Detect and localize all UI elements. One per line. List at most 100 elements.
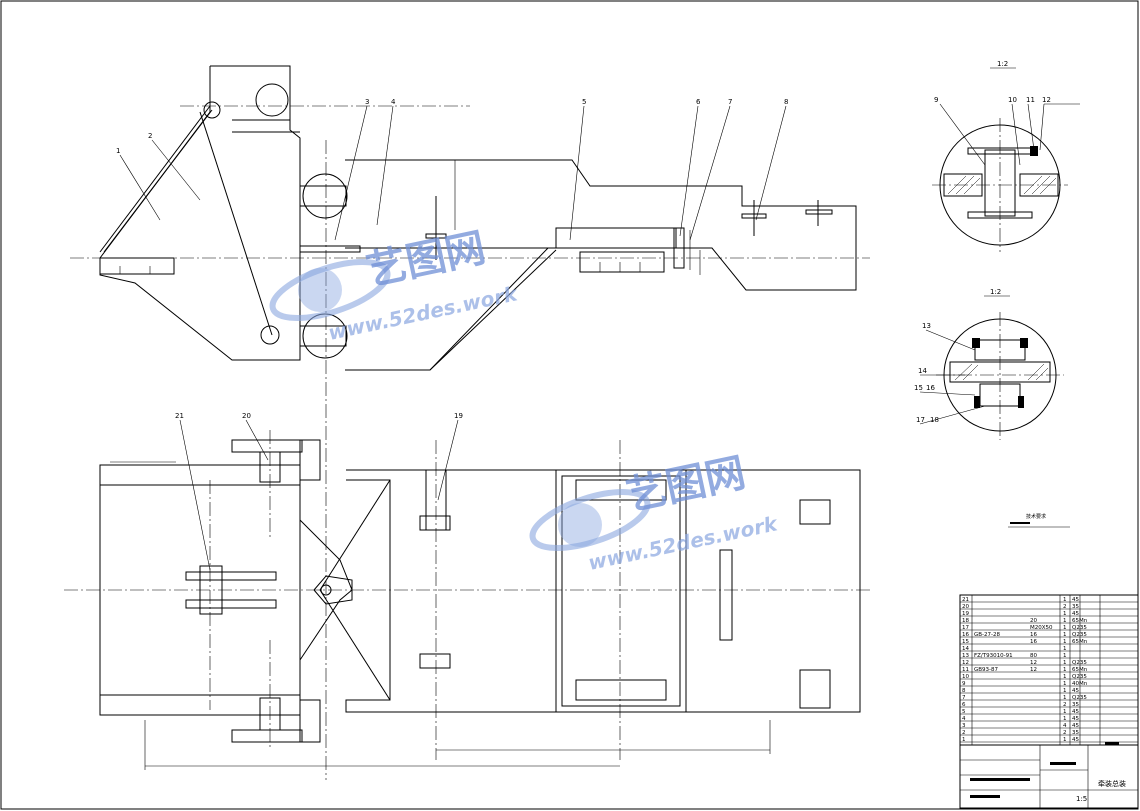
bom-cell-no: 8	[962, 688, 966, 694]
bom-cell-qty: 1	[1063, 646, 1067, 652]
bom-cell-name: 12	[1030, 660, 1037, 666]
watermark-2: 艺图网 www.52des.work	[529, 450, 781, 575]
bom-cell-no: 21	[962, 597, 969, 603]
bom-cell-material: 45	[1072, 723, 1079, 729]
part-no-4: 4	[391, 98, 396, 106]
bom-cell-material: 45	[1072, 597, 1079, 603]
detail-view-a: 1:2 9 10 11 12	[932, 60, 1080, 252]
bom-cell-qty: 1	[1063, 737, 1067, 743]
bom-cell-no: 5	[962, 709, 966, 715]
bom-cell-material: 35	[1072, 702, 1079, 708]
bom-cell-no: 15	[962, 639, 969, 645]
bom-cell-code: GB93-87	[974, 667, 999, 673]
part-no-12: 12	[1042, 96, 1051, 104]
part-no-15: 15	[914, 384, 923, 392]
bom-cell-qty: 1	[1063, 674, 1067, 680]
part-no-7: 7	[728, 98, 732, 106]
drawing-scale: 1:5	[1076, 795, 1087, 803]
detail-b-scale: 1:2	[990, 288, 1001, 296]
bom-cell-qty: 1	[1063, 695, 1067, 701]
bom-cell-name: 80	[1030, 653, 1037, 659]
bom-cell-qty: 1	[1063, 681, 1067, 687]
bom-cell-no: 7	[962, 695, 966, 701]
elevation-view: 1 2 3 4 5 6 7 8	[70, 65, 870, 780]
tech-requirements: 技术要求	[1008, 513, 1070, 528]
watermark-1: 艺图网 www.52des.work	[269, 225, 521, 345]
bom-cell-qty: 4	[1063, 723, 1067, 729]
part-no-5: 5	[582, 98, 586, 106]
bom-cell-qty: 1	[1063, 639, 1067, 645]
bom-cell-material: 65Mn	[1072, 667, 1088, 673]
part-no-2: 2	[148, 132, 152, 140]
bom-cell-material: Q235	[1072, 625, 1087, 631]
bom-cell-code: FZ/T93010-91	[974, 653, 1013, 659]
bom-cell-qty: 1	[1063, 667, 1067, 673]
bom-cell-no: 12	[962, 660, 969, 666]
bom-cell-name: 16	[1030, 639, 1037, 645]
watermark-url-2: www.52des.work	[586, 511, 781, 575]
bom-cell-material: 65Mn	[1072, 639, 1088, 645]
bom-cell-material: 35	[1072, 604, 1079, 610]
drawing-title: 牵装总装	[1098, 779, 1126, 788]
part-no-16: 16	[926, 384, 935, 392]
bom-cell-qty: 1	[1063, 688, 1067, 694]
bom-cell-name: 16	[1030, 632, 1037, 638]
bom-cell-material: 35	[1072, 730, 1079, 736]
bom-cell-qty: 1	[1063, 625, 1067, 631]
bom-cell-no: 1	[962, 737, 966, 743]
plan-view: 19 20 21	[64, 412, 870, 770]
watermark-url-1: www.52des.work	[326, 281, 521, 345]
bom-cell-name: M20X50	[1030, 625, 1053, 631]
bom-cell-qty: 1	[1063, 611, 1067, 617]
part-no-9: 9	[934, 96, 938, 104]
bom-cell-no: 10	[962, 674, 969, 680]
detail-view-b: 1:2 13 14 15 16 17 18	[914, 288, 1064, 440]
bom-cell-no: 14	[962, 646, 969, 652]
bom-cell-qty: 2	[1063, 730, 1067, 736]
bom-cell-material: 65Mn	[1072, 618, 1088, 624]
bom-cell-qty: 2	[1063, 702, 1067, 708]
bom-cell-no: 9	[962, 681, 966, 687]
bom-cell-no: 20	[962, 604, 969, 610]
part-no-17: 17	[916, 416, 925, 424]
tech-req-title: 技术要求	[1026, 513, 1046, 520]
bom-cell-material: 45	[1072, 611, 1079, 617]
part-no-8: 8	[784, 98, 788, 106]
detail-a-scale: 1:2	[997, 60, 1008, 68]
part-no-19: 19	[454, 412, 463, 420]
bom-cell-qty: 2	[1063, 604, 1067, 610]
bom-cell-material: 45	[1072, 737, 1079, 743]
bom-cell-name: 20	[1030, 618, 1037, 624]
bom-cell-no: 11	[962, 667, 969, 673]
bom-cell-no: 19	[962, 611, 969, 617]
bom-cell-name: 12	[1030, 667, 1037, 673]
bom-cell-no: 16	[962, 632, 969, 638]
bom-cell-qty: 1	[1063, 716, 1067, 722]
watermark-brand-1: 艺图网	[363, 225, 490, 295]
bom-cell-code: GB-27-28	[974, 632, 1001, 638]
part-no-21: 21	[175, 412, 184, 420]
bom-cell-qty: 1	[1063, 597, 1067, 603]
part-no-10: 10	[1008, 96, 1017, 104]
bom-cell-qty: 1	[1063, 709, 1067, 715]
bom-cell-qty: 1	[1063, 660, 1067, 666]
part-no-3: 3	[365, 98, 369, 106]
part-no-18: 18	[930, 416, 939, 424]
part-no-20: 20	[242, 412, 251, 420]
part-no-11: 11	[1026, 96, 1035, 104]
part-no-14: 14	[918, 367, 927, 375]
bom-cell-material: 40Mn	[1072, 681, 1088, 687]
title-block: 牵装总装 1:5	[959, 742, 1139, 809]
bom-cell-no: 13	[962, 653, 969, 659]
bom-cell-material: Q235	[1072, 674, 1087, 680]
bom-cell-material: 45	[1072, 709, 1079, 715]
bom-cell-no: 6	[962, 702, 966, 708]
bom-cell-material: 45	[1072, 688, 1079, 694]
bom-cell-material: Q235	[1072, 660, 1087, 666]
bom-cell-material: Q235	[1072, 695, 1087, 701]
bom-cell-qty: 1	[1063, 618, 1067, 624]
bom-cell-no: 17	[962, 625, 969, 631]
bom-cell-qty: 1	[1063, 632, 1067, 638]
